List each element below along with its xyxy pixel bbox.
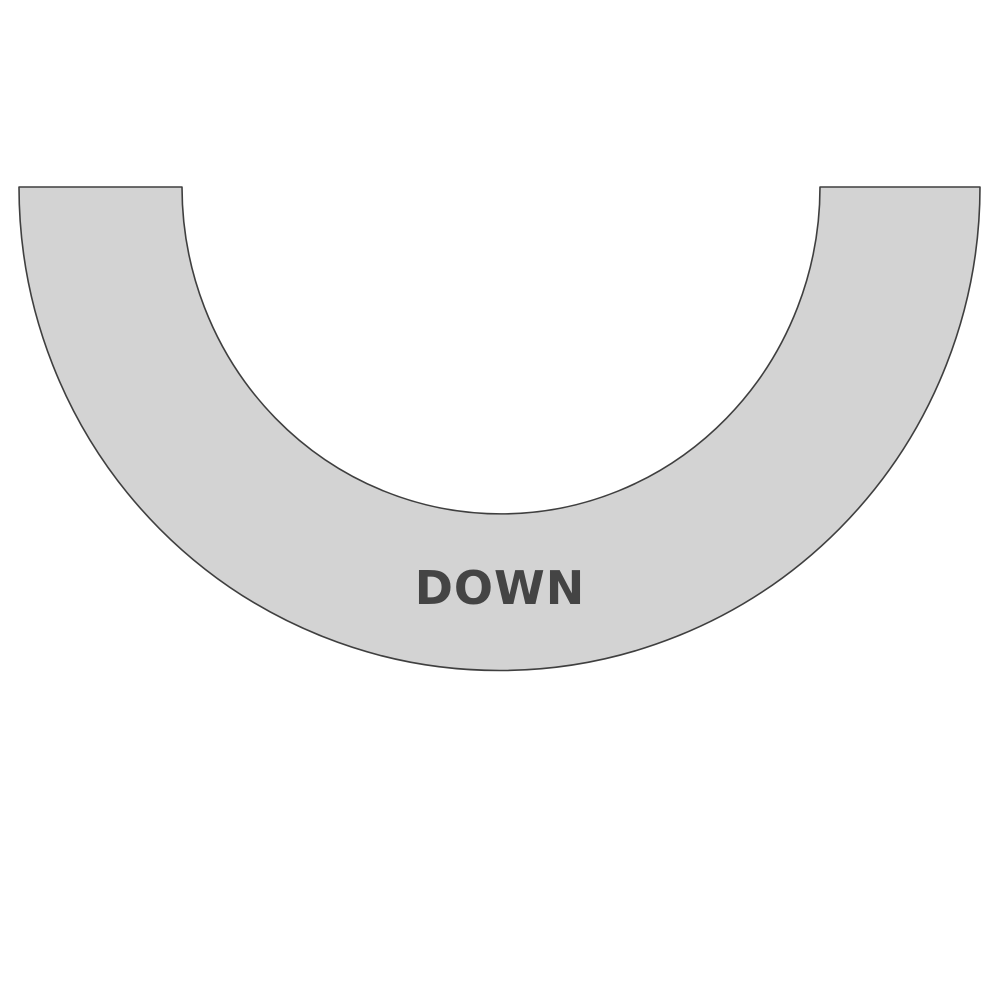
down-segment-shape[interactable] xyxy=(18,186,981,672)
down-label: DOWN xyxy=(415,561,586,615)
down-button[interactable]: DOWN xyxy=(18,186,981,672)
